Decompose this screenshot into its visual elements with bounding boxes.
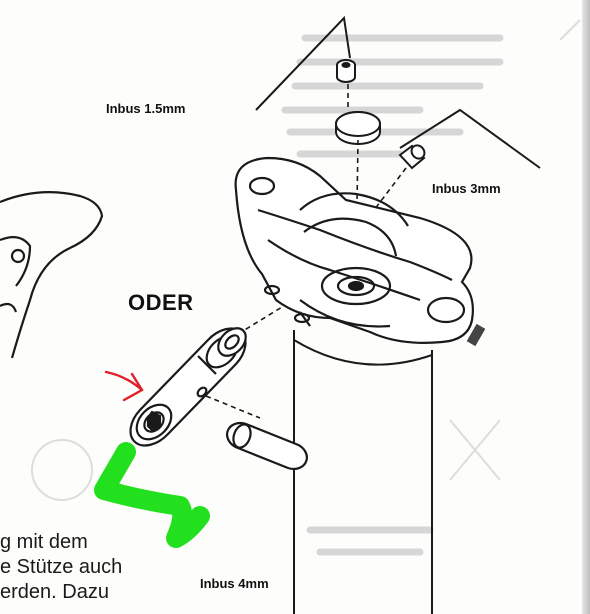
label-inbus-4mm: Inbus 4mm (200, 576, 269, 591)
pin-sleeve (226, 421, 308, 471)
grub-screw-small (336, 59, 356, 83)
manual-body-text: g mit dem e Stütze auch erden. Dazu (0, 530, 122, 605)
seatpost-tube (293, 330, 433, 614)
brand-badge (466, 323, 486, 347)
label-inbus-3mm: Inbus 3mm (432, 181, 501, 196)
callout-line-medium (399, 108, 541, 169)
body-text-line-1: g mit dem (0, 531, 88, 553)
red-arrow-annotation (104, 370, 144, 402)
body-text-line-3: erden. Dazu (0, 581, 109, 603)
left-frame-part (0, 191, 104, 359)
grub-screw-medium (398, 144, 426, 170)
label-oder: ODER (128, 290, 194, 315)
page-edge-shadow (582, 0, 590, 614)
bolt-large (129, 327, 247, 447)
seatpost-head (234, 156, 474, 344)
label-inbus-1-5mm: Inbus 1.5mm (106, 101, 186, 116)
callout-line-small (255, 15, 351, 111)
green-marker-annotation (94, 442, 210, 548)
cap-plug (335, 111, 381, 145)
show-through-marks (31, 19, 581, 501)
body-text-line-2: e Stütze auch (0, 556, 123, 578)
